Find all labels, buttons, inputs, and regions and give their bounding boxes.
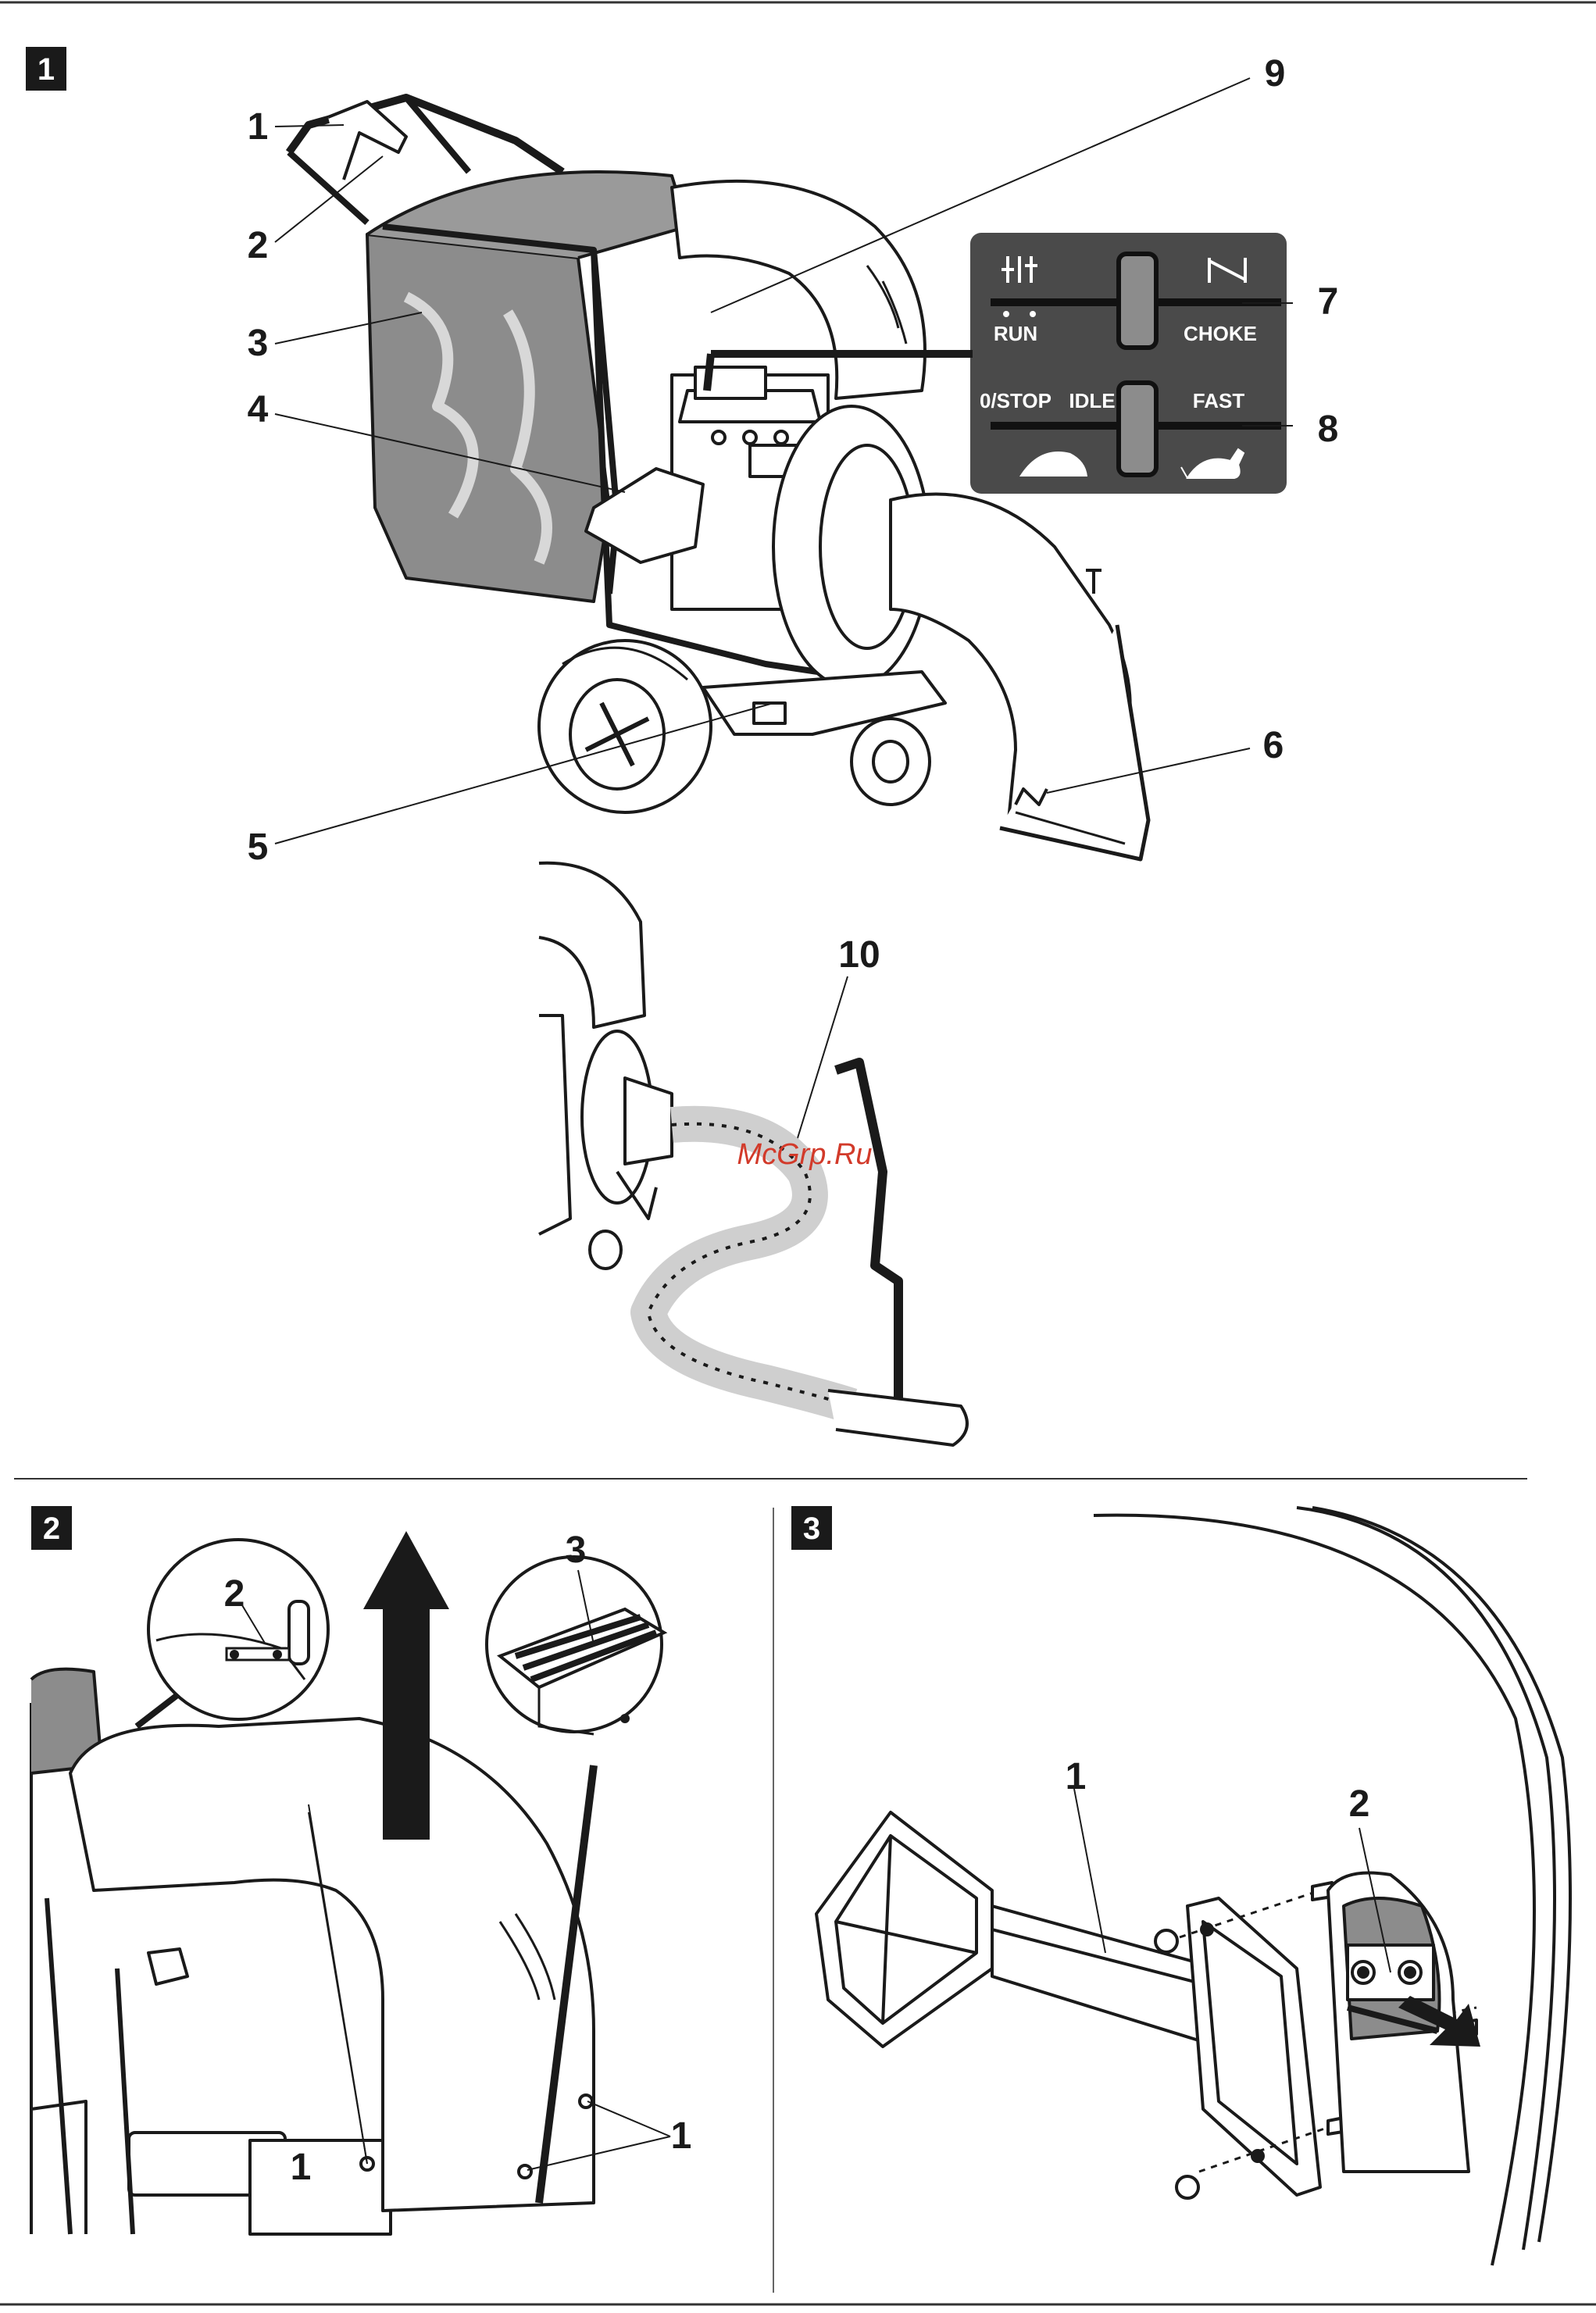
callout-4: 4 [248,389,269,430]
run-symbol-icon [1002,256,1037,283]
figure-2-badge-number: 2 [43,1512,60,1546]
choke-slider-knob [1119,254,1156,348]
figure-1-badge-number: 1 [37,52,55,87]
callout-10: 10 [838,934,880,976]
callout-8: 8 [1318,409,1339,450]
fig2-callout-1b: 1 [671,2115,692,2157]
figure-1: 1 [26,47,1338,1445]
fast-label: FAST [1193,389,1245,412]
stop-label: 0/STOP [980,389,1052,412]
intake-arm [992,1906,1219,2047]
choke-label: CHOKE [1184,322,1257,345]
fig3-callout-2: 2 [1349,1783,1370,1825]
fig2-callout-3: 3 [566,1530,587,1571]
callout-2: 2 [248,225,269,266]
fig2-callout-1a: 1 [291,2147,312,2188]
callout-3: 3 [248,323,269,364]
callout-9: 9 [1265,53,1286,95]
callout-7: 7 [1318,281,1339,323]
duct-removal-drawing [31,1669,594,2234]
figure-2: 2 [31,1506,691,2234]
idle-label: IDLE [1069,389,1115,412]
figure-3-badge-number: 3 [803,1512,820,1546]
run-label: RUN [994,322,1037,345]
watermark: McGrp.Ru [737,1138,872,1171]
callout-5: 5 [248,826,269,868]
callout-6: 6 [1263,725,1284,766]
zoom-detail-clamp [137,1540,328,1726]
fig2-callout-2: 2 [224,1573,245,1615]
intake-mounting-drawing [816,1508,1570,2265]
callout-1: 1 [248,106,269,148]
handle-bar [289,98,562,172]
collection-bag [367,234,609,601]
throttle-slider-knob [1119,383,1156,475]
figure-3: 3 [791,1506,1570,2265]
hose-handle [836,1062,898,1422]
fig3-callout-1: 1 [1066,1756,1087,1797]
